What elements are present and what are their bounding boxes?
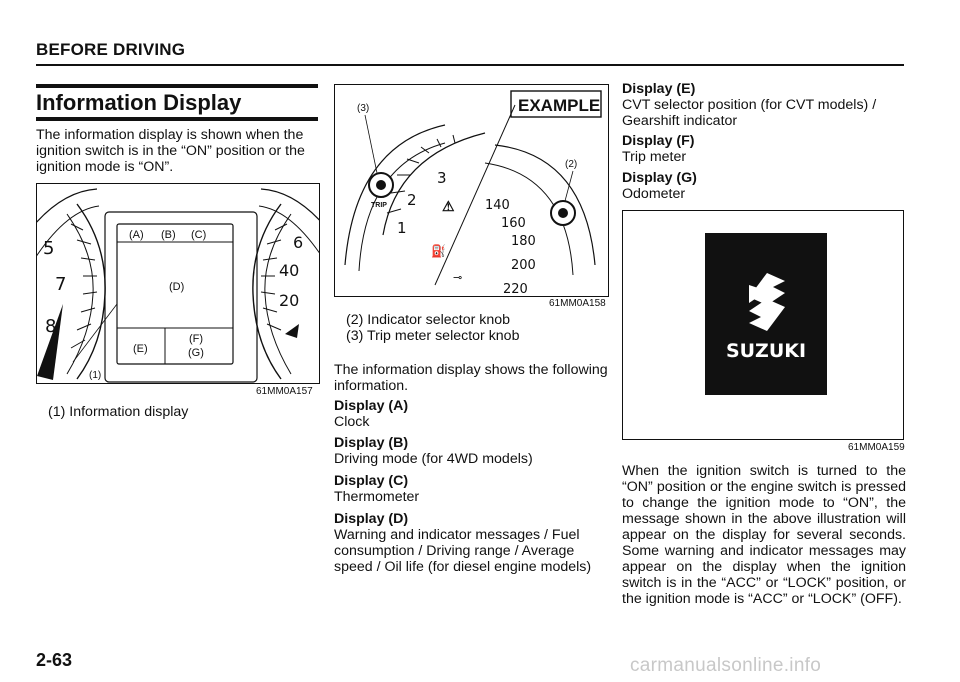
tach-label: 1	[397, 219, 407, 237]
display-title: Display (D)	[334, 511, 409, 527]
section-intro: The information display is shown when th…	[36, 127, 305, 175]
header-rule	[36, 64, 904, 66]
display-title: Display (G)	[622, 170, 697, 186]
key-icon: ⊸	[453, 272, 462, 284]
display-title: Display (E)	[622, 81, 696, 97]
display-desc: Warning and indicator messages / Fuel co…	[334, 527, 592, 575]
gauge-right-label: 6	[293, 233, 303, 252]
display-title: Display (A)	[334, 398, 409, 414]
display-intro: The information display shows the follow…	[334, 362, 608, 394]
display-desc: Driving mode (for 4WD models)	[334, 451, 533, 467]
section-rule-bottom	[36, 117, 318, 121]
trip-label: TRIP	[371, 202, 387, 209]
tach-label: 3	[437, 169, 447, 187]
gauge-left-label: 5	[43, 238, 54, 259]
page-number: 2-63	[36, 650, 73, 670]
display-c: Display (C) Thermometer	[334, 473, 614, 505]
speed-label: 200	[511, 258, 536, 273]
label-c: (C)	[191, 229, 206, 241]
gauge-right-label: 40	[279, 261, 299, 280]
suzuki-logo-icon	[749, 273, 785, 331]
figure-code: 61MM0A157	[256, 386, 313, 397]
watermark: carmanualsonline.info	[630, 655, 822, 676]
callout-1: (1)	[89, 370, 101, 381]
display-d: Display (D) Warning and indicator messag…	[334, 511, 612, 575]
callout-2: (2)	[565, 159, 577, 170]
speed-label: 180	[511, 234, 536, 249]
tach-label: 2	[407, 191, 417, 209]
fuel-icon: ⛽	[431, 244, 446, 258]
display-title: Display (C)	[334, 473, 409, 489]
startup-logo-figure: SUZUKI	[622, 210, 904, 440]
label-f: (F)	[189, 333, 203, 345]
speed-label: 160	[501, 216, 526, 231]
callout-3: (3)	[357, 103, 369, 114]
page-header: BEFORE DRIVING	[36, 40, 186, 59]
speed-label: 220	[503, 282, 528, 297]
message-explanation: When the ignition switch is turned to th…	[622, 463, 906, 607]
figure-caption: (2) Indicator selector knob (3) Trip met…	[346, 312, 519, 344]
label-g: (G)	[188, 347, 204, 359]
display-desc: Trip meter	[622, 149, 687, 165]
caption-line: (2) Indicator selector knob	[346, 312, 511, 328]
display-desc: Clock	[334, 414, 370, 430]
speed-label: 140	[485, 198, 510, 213]
information-display-figure: 5 7 8 6 40 20 (A) (B) (C) (D) (E) (F) (G…	[36, 183, 320, 384]
display-title: Display (F)	[622, 133, 695, 149]
display-desc: CVT selector position (for CVT models) /…	[622, 97, 877, 129]
label-b: (B)	[161, 229, 176, 241]
gauge-left-label: 8	[45, 316, 56, 337]
label-a: (A)	[129, 229, 144, 241]
display-f: Display (F) Trip meter	[622, 133, 906, 165]
example-badge: EXAMPLE	[518, 96, 600, 115]
label-d: (D)	[169, 281, 184, 293]
display-title: Display (B)	[334, 435, 409, 451]
section-title: Information Display	[36, 90, 242, 115]
display-g: Display (G) Odometer	[622, 170, 906, 202]
example-cluster-figure: EXAMPLE 2 3 1 140 160 180 200 220 TRIP (…	[334, 84, 609, 297]
display-e: Display (E) CVT selector position (for C…	[622, 81, 906, 129]
display-b: Display (B) Driving mode (for 4WD models…	[334, 435, 614, 467]
display-desc: Thermometer	[334, 489, 420, 505]
brand-wordmark: SUZUKI	[726, 340, 806, 362]
gauge-left-label: 7	[55, 274, 66, 295]
warning-icon: ⚠	[442, 198, 455, 214]
figure-code: 61MM0A158	[549, 298, 606, 309]
display-desc: Odometer	[622, 186, 686, 202]
display-a: Display (A) Clock	[334, 398, 614, 430]
caption-line: (3) Trip meter selector knob	[346, 328, 520, 344]
section-rule-top	[36, 84, 318, 88]
gauge-right-label: 20	[279, 291, 299, 310]
figure-caption: (1) Information display	[48, 404, 189, 420]
label-e: (E)	[133, 343, 148, 355]
figure-code: 61MM0A159	[848, 442, 905, 453]
